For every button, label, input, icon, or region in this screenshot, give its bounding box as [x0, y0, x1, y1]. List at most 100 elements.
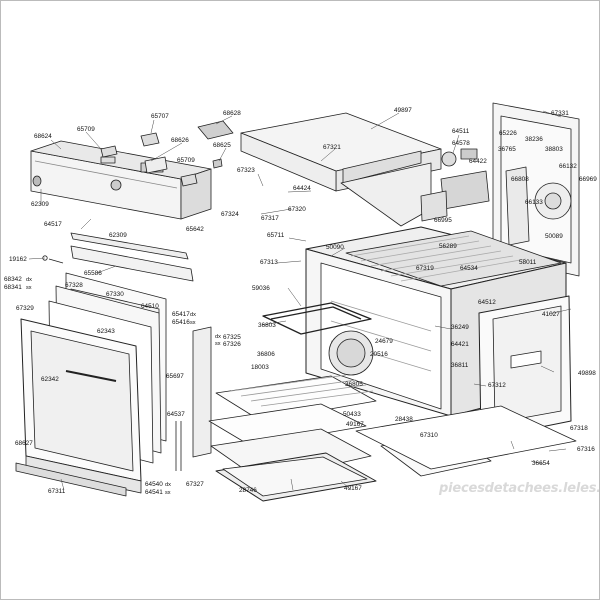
- part-label: 67324: [221, 211, 239, 218]
- part-label: 65709: [177, 157, 195, 164]
- part-label: 24679: [375, 338, 393, 345]
- part-label-suffix: sx: [165, 490, 171, 496]
- part-label: 36765: [498, 146, 516, 153]
- part-label: 66133: [525, 199, 543, 206]
- part-label-suffix: dx: [26, 277, 32, 283]
- part-label: 64541: [145, 489, 163, 496]
- part-label: 67328: [65, 282, 83, 289]
- part-label-suffix: sx: [26, 285, 32, 291]
- trim-strips: [42, 232, 194, 282]
- part-label: 36806: [257, 351, 275, 358]
- part-label: 66132: [559, 163, 577, 170]
- fan-motor: [420, 148, 490, 222]
- part-label: 64424: [293, 185, 311, 192]
- part-label: 67330: [106, 291, 124, 298]
- part-label: 19162: [9, 256, 27, 263]
- part-label: 56289: [439, 243, 457, 250]
- part-label: 68628: [223, 110, 241, 117]
- part-label: 65416: [172, 319, 190, 326]
- part-label: 67326: [223, 341, 241, 348]
- part-label: 67311: [48, 488, 66, 495]
- part-label: 67312: [488, 382, 506, 389]
- part-label: 58011: [519, 259, 537, 266]
- part-label: 65697: [166, 373, 184, 380]
- part-label: 49167: [344, 485, 362, 492]
- part-label-suffix: dx: [215, 334, 221, 340]
- top-cover: [240, 112, 442, 227]
- part-label: 64540: [145, 481, 163, 488]
- part-label: 64421: [451, 341, 469, 348]
- part-label: 67316: [577, 446, 595, 453]
- part-label: 67319: [416, 265, 434, 272]
- part-label: 62342: [41, 376, 59, 383]
- side-panel: [478, 295, 572, 440]
- part-label: 68625: [213, 142, 231, 149]
- part-label: 64422: [469, 158, 487, 165]
- insulation: [345, 230, 562, 287]
- part-label: 62343: [97, 328, 115, 335]
- part-label: 64512: [478, 299, 496, 306]
- part-label: 38803: [545, 146, 563, 153]
- part-label: 41027: [542, 311, 560, 318]
- part-label: 36811: [451, 362, 469, 369]
- part-label: 49898: [578, 370, 596, 377]
- part-label: 65707: [151, 113, 169, 120]
- part-label: 50433: [343, 411, 361, 418]
- part-label: 49897: [394, 107, 412, 114]
- part-label: 67325: [223, 334, 241, 341]
- part-label: 65417: [172, 311, 190, 318]
- part-label: 68627: [15, 440, 33, 447]
- part-label: 28438: [395, 416, 413, 423]
- part-label: 36805: [345, 381, 363, 388]
- part-label: 28746: [239, 487, 257, 494]
- part-label: 67318: [570, 425, 588, 432]
- part-label: 67327: [186, 481, 204, 488]
- part-label: 66969: [579, 176, 597, 183]
- part-label: 64511: [452, 128, 470, 135]
- part-label-suffix: dx: [165, 482, 171, 488]
- part-label: 36249: [451, 324, 469, 331]
- part-label: 67313: [260, 259, 278, 266]
- part-label: 68342: [4, 276, 22, 283]
- part-label-suffix: dx: [190, 312, 196, 318]
- part-label: 65642: [186, 226, 204, 233]
- part-label: 67321: [323, 144, 341, 151]
- part-label: 65709: [77, 126, 95, 133]
- part-label: 68626: [171, 137, 189, 144]
- part-label: 38236: [525, 136, 543, 143]
- part-label: 67317: [261, 215, 279, 222]
- part-label: 65226: [499, 130, 517, 137]
- part-label: 49167: [346, 421, 364, 428]
- back-panel: [492, 102, 580, 277]
- part-label-suffix: sx: [215, 341, 221, 347]
- part-label: 62309: [109, 232, 127, 239]
- oven-door: [15, 272, 212, 497]
- small-parts-top: [100, 120, 234, 187]
- part-label: 67323: [237, 167, 255, 174]
- part-label: 20516: [370, 351, 388, 358]
- part-label: 66808: [511, 176, 529, 183]
- part-label: 50090: [326, 244, 344, 251]
- heating-element: [262, 302, 372, 335]
- part-label: 62309: [31, 201, 49, 208]
- part-label: 50089: [545, 233, 563, 240]
- part-label: 65711: [267, 232, 285, 239]
- part-label: 66995: [434, 217, 452, 224]
- part-label: 64510: [141, 303, 159, 310]
- part-label-suffix: sx: [190, 320, 196, 326]
- part-label: 64578: [452, 140, 470, 147]
- part-label: 59036: [252, 285, 270, 292]
- part-label: 68624: [34, 133, 52, 140]
- part-label: 67331: [551, 110, 569, 117]
- watermark: piecesdetachees.leles.com: [439, 481, 599, 496]
- oven-racks: [208, 374, 377, 502]
- part-label: 36654: [532, 460, 550, 467]
- part-label: 18003: [251, 364, 269, 371]
- part-label: 68341: [4, 284, 22, 291]
- part-label: 64537: [167, 411, 185, 418]
- part-label: 64534: [460, 265, 478, 272]
- part-label: 67329: [16, 305, 34, 312]
- leader-lines: [28, 110, 572, 491]
